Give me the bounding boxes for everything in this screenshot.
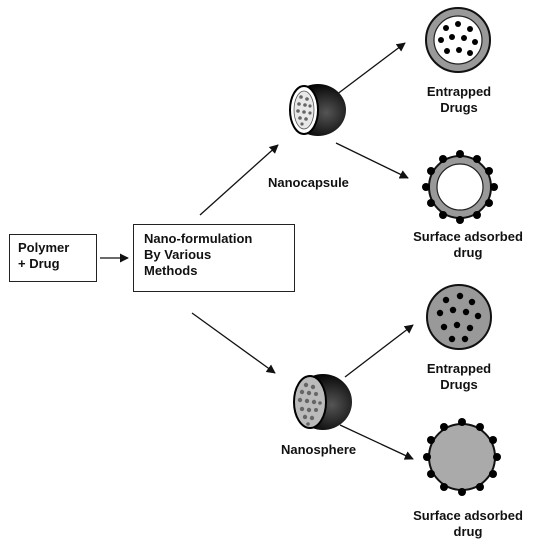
polymer-drug-line2: + Drug: [18, 256, 60, 271]
capsule-surface-label: Surface adsorbed drug: [404, 229, 532, 261]
capsule-surface-adsorbed-icon: [422, 150, 498, 224]
sphere-surface-line1: Surface adsorbed: [413, 508, 523, 523]
capsule-entrapped-line2: Drugs: [440, 100, 478, 115]
nano-formulation-box: Nano-formulation By Various Methods: [133, 224, 295, 292]
nanocapsule-icon: [289, 84, 346, 136]
nano-formulation-line1: Nano-formulation: [144, 231, 253, 246]
nano-formulation-line2: By Various: [144, 247, 212, 262]
sphere-surface-label: Surface adsorbed drug: [404, 508, 532, 540]
capsule-entrapped-drugs-icon: [425, 7, 491, 73]
arrow-process-to-nanosphere: [191, 312, 276, 374]
arrow-nanosphere-to-entrapped: [344, 324, 414, 378]
capsule-surface-line2: drug: [453, 245, 483, 260]
polymer-drug-line1: Polymer: [18, 240, 70, 255]
arrow-nanocapsule-to-surface: [335, 142, 409, 179]
arrow-process-to-nanocapsule: [199, 144, 279, 216]
capsule-entrapped-label: Entrapped Drugs: [416, 84, 502, 116]
capsule-surface-line1: Surface adsorbed: [413, 229, 523, 244]
nanosphere-label: Nanosphere: [281, 442, 357, 457]
capsule-entrapped-line1: Entrapped: [426, 84, 492, 99]
arrow-nanocapsule-to-entrapped: [335, 42, 406, 96]
arrow-nanosphere-to-surface: [339, 424, 414, 460]
sphere-entrapped-line2: Drugs: [440, 377, 478, 392]
nano-formulation-line3: Methods: [144, 263, 198, 278]
sphere-entrapped-line1: Entrapped: [426, 361, 492, 376]
sphere-entrapped-drugs-icon: [426, 284, 492, 350]
sphere-entrapped-label: Entrapped Drugs: [416, 361, 502, 393]
sphere-surface-line2: drug: [453, 524, 483, 539]
polymer-drug-box: Polymer + Drug: [9, 234, 97, 282]
nanocapsule-label: Nanocapsule: [268, 175, 349, 190]
nanosphere-icon: [293, 374, 352, 430]
sphere-surface-adsorbed-icon: [423, 418, 501, 496]
